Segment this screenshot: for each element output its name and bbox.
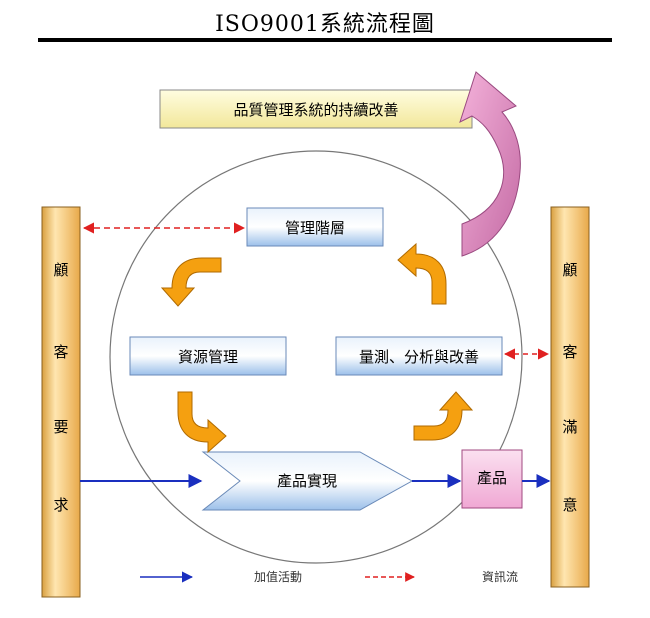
legend: 加值活動 資訊流 bbox=[140, 569, 518, 584]
orange-arrow-top-right bbox=[397, 242, 447, 305]
page-title: ISO9001系統流程圖 bbox=[215, 12, 435, 37]
left-bar-char-3: 要 bbox=[53, 418, 68, 436]
left-bar-char-2: 客 bbox=[53, 343, 68, 361]
orange-arrow-top-left bbox=[160, 257, 222, 307]
left-bar-char-4: 求 bbox=[53, 496, 68, 514]
orange-arrow-bottom-right bbox=[413, 391, 474, 441]
improvement-banner: 品質管理系統的持續改善 bbox=[159, 89, 473, 129]
right-bar-char-4: 意 bbox=[562, 496, 577, 514]
realization-label: 產品實現 bbox=[277, 472, 337, 490]
right-bar-char-3: 滿 bbox=[562, 418, 577, 436]
right-bar-char-2: 客 bbox=[562, 343, 577, 361]
resource-label: 資源管理 bbox=[178, 348, 238, 366]
product-label: 產品 bbox=[477, 469, 507, 487]
improvement-label: 品質管理系統的持續改善 bbox=[233, 101, 398, 119]
title-rule bbox=[38, 38, 612, 42]
product-box: 產品 bbox=[461, 449, 523, 509]
legend-info-flow-label: 資訊流 bbox=[482, 569, 518, 584]
measurement-label: 量測、分析與改善 bbox=[359, 348, 479, 366]
resource-box: 資源管理 bbox=[129, 336, 287, 376]
continuous-improvement-arrow bbox=[459, 71, 521, 257]
orange-arrow-bottom-left bbox=[177, 391, 227, 454]
right-bar-char-1: 顧 bbox=[562, 261, 577, 279]
realization-chevron: 產品實現 bbox=[201, 451, 414, 511]
left-bar-char-1: 顧 bbox=[53, 261, 68, 279]
management-box: 管理階層 bbox=[246, 207, 384, 247]
customer-satisfaction-bar: 顧 客 滿 意 bbox=[550, 206, 590, 588]
management-label: 管理階層 bbox=[285, 219, 345, 237]
customer-requirements-bar: 顧 客 要 求 bbox=[41, 206, 81, 598]
legend-value-activity-label: 加值活動 bbox=[254, 569, 302, 584]
measurement-box: 量測、分析與改善 bbox=[335, 336, 503, 376]
